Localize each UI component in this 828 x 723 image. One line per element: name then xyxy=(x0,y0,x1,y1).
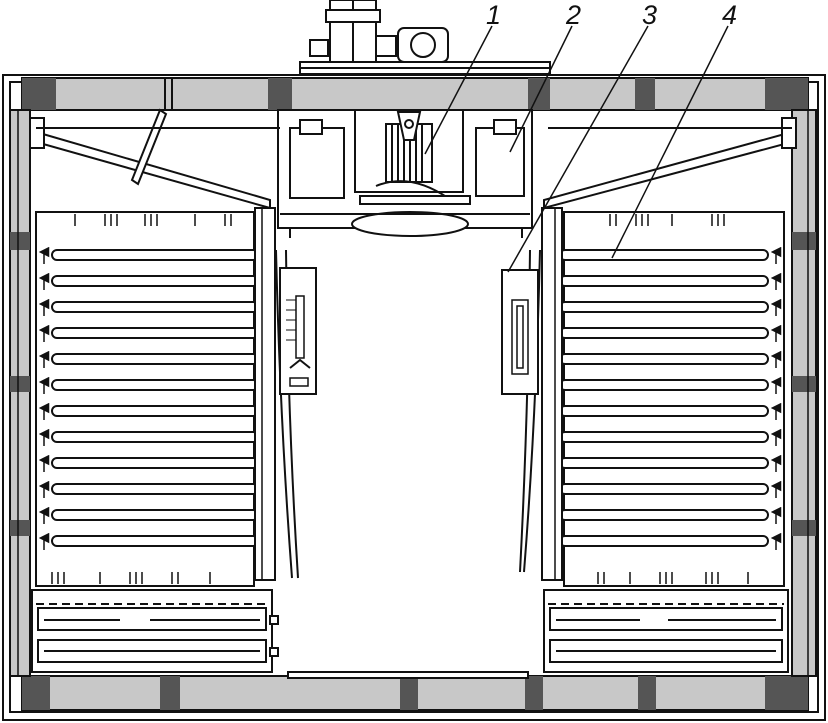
right-tray xyxy=(559,457,769,469)
left-tray xyxy=(51,379,259,391)
left-tray xyxy=(51,275,259,287)
label-4: 4 xyxy=(722,0,737,30)
leader-1 xyxy=(424,25,493,155)
label-1: 1 xyxy=(486,0,501,30)
left-tray xyxy=(51,327,259,339)
right-tray xyxy=(559,405,769,417)
top-insulation xyxy=(21,77,809,111)
left-tray-rack xyxy=(35,207,317,587)
right-tray xyxy=(559,249,769,261)
left-tray xyxy=(51,535,259,547)
right-tray xyxy=(559,509,769,521)
left-tray xyxy=(51,353,259,365)
heater-left xyxy=(289,127,345,199)
leader-4 xyxy=(611,25,729,259)
leader-lines xyxy=(424,25,729,273)
right-tray xyxy=(559,431,769,443)
left-tray xyxy=(51,509,259,521)
leader-2 xyxy=(509,25,573,153)
left-tray xyxy=(51,483,259,495)
fan-housing xyxy=(277,109,533,238)
right-tray xyxy=(559,327,769,339)
label-2: 2 xyxy=(565,0,581,30)
right-wall-insulation xyxy=(791,109,817,677)
right-tray xyxy=(559,275,769,287)
bottom-insulation xyxy=(21,671,809,711)
left-trays xyxy=(38,246,270,558)
right-tray xyxy=(559,301,769,313)
bottom-trays xyxy=(31,589,789,673)
leader-3 xyxy=(507,25,649,273)
roof-drive-mechanism xyxy=(299,0,551,75)
left-tray xyxy=(51,249,259,261)
right-tray xyxy=(559,535,769,547)
right-tray xyxy=(559,483,769,495)
left-tray xyxy=(51,457,259,469)
right-trays xyxy=(546,246,782,558)
electric-motor xyxy=(385,111,433,183)
right-tray-rack xyxy=(501,207,785,587)
left-wall-insulation xyxy=(9,109,31,677)
left-tray xyxy=(51,301,259,313)
left-tray xyxy=(51,405,259,417)
label-3: 3 xyxy=(642,0,657,30)
left-tray xyxy=(51,431,259,443)
right-tray xyxy=(559,379,769,391)
right-tray xyxy=(559,353,769,365)
vent-slots xyxy=(51,214,749,584)
